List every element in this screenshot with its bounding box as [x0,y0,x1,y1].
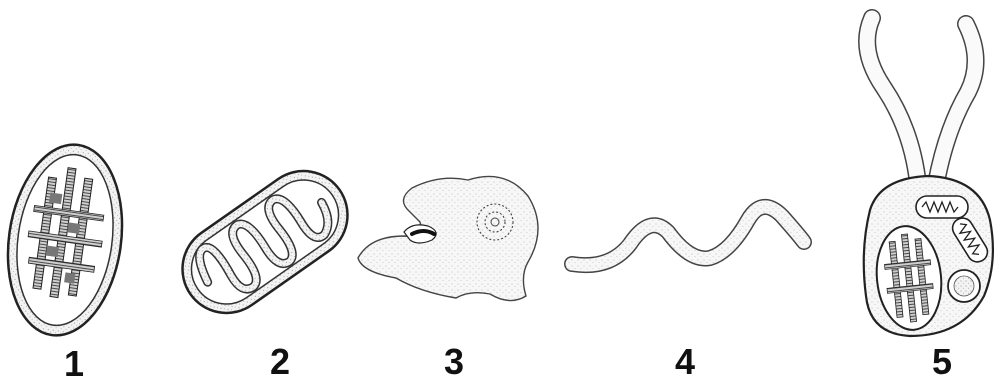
chloroplast-figure [0,137,134,343]
figure-label-3: 3 [444,344,464,380]
spiral-bacterium-figure [572,207,804,265]
figure-label-4: 4 [675,344,695,380]
flagellate-cell-figure [864,18,993,336]
figure-label-5: 5 [932,344,952,380]
figure-label-1: 1 [64,346,84,382]
figure-label-2: 2 [270,344,290,380]
mitochondrion-figure [165,154,365,330]
amoeboid-cell-figure [358,176,538,300]
